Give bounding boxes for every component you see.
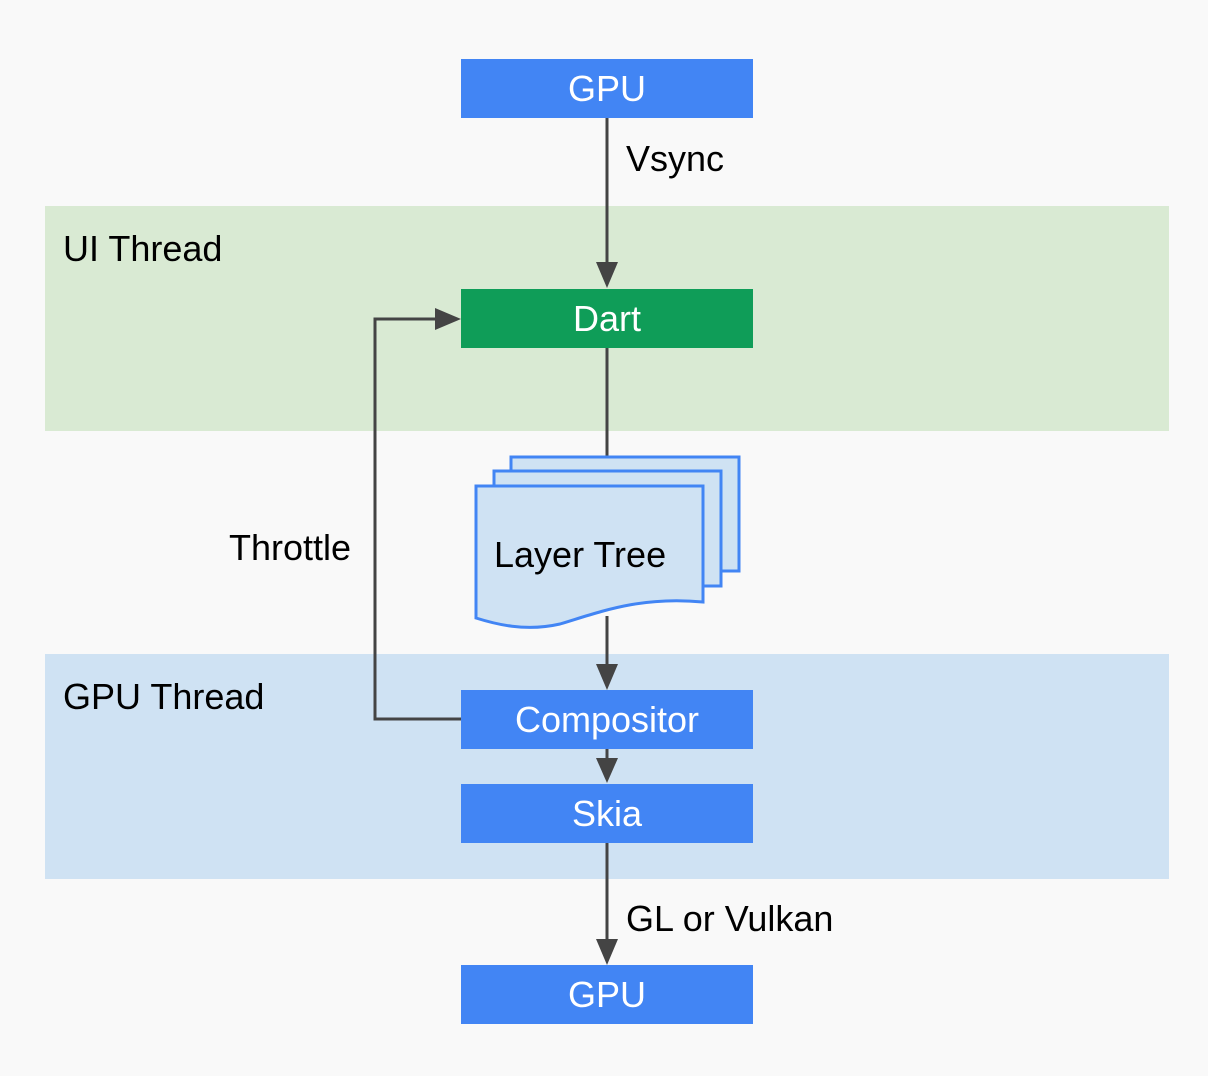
- layertree-arrowhead: [596, 664, 618, 690]
- compositor-node: Compositor: [461, 690, 753, 749]
- gpu-thread-label: GPU Thread: [63, 676, 265, 717]
- layer-tree-document-icon: [474, 455, 741, 629]
- dart-node: Dart: [461, 289, 753, 348]
- vsync-label: Vsync: [626, 138, 725, 179]
- ui-thread-label: UI Thread: [63, 228, 223, 269]
- skia-node: Skia: [461, 784, 753, 843]
- vsync-arrowhead: [596, 262, 618, 288]
- compositor-arrowhead: [596, 758, 618, 783]
- gl-arrowhead: [596, 939, 618, 965]
- gpu-bottom-node: GPU: [461, 965, 753, 1024]
- throttle-connector: [373, 317, 461, 721]
- gpu-top-node: GPU: [461, 59, 753, 118]
- gl-or-vulkan-label: GL or Vulkan: [626, 898, 834, 939]
- throttle-arrowhead: [435, 308, 461, 330]
- throttle-label: Throttle: [229, 527, 352, 568]
- layer-tree-label: Layer Tree: [494, 534, 667, 575]
